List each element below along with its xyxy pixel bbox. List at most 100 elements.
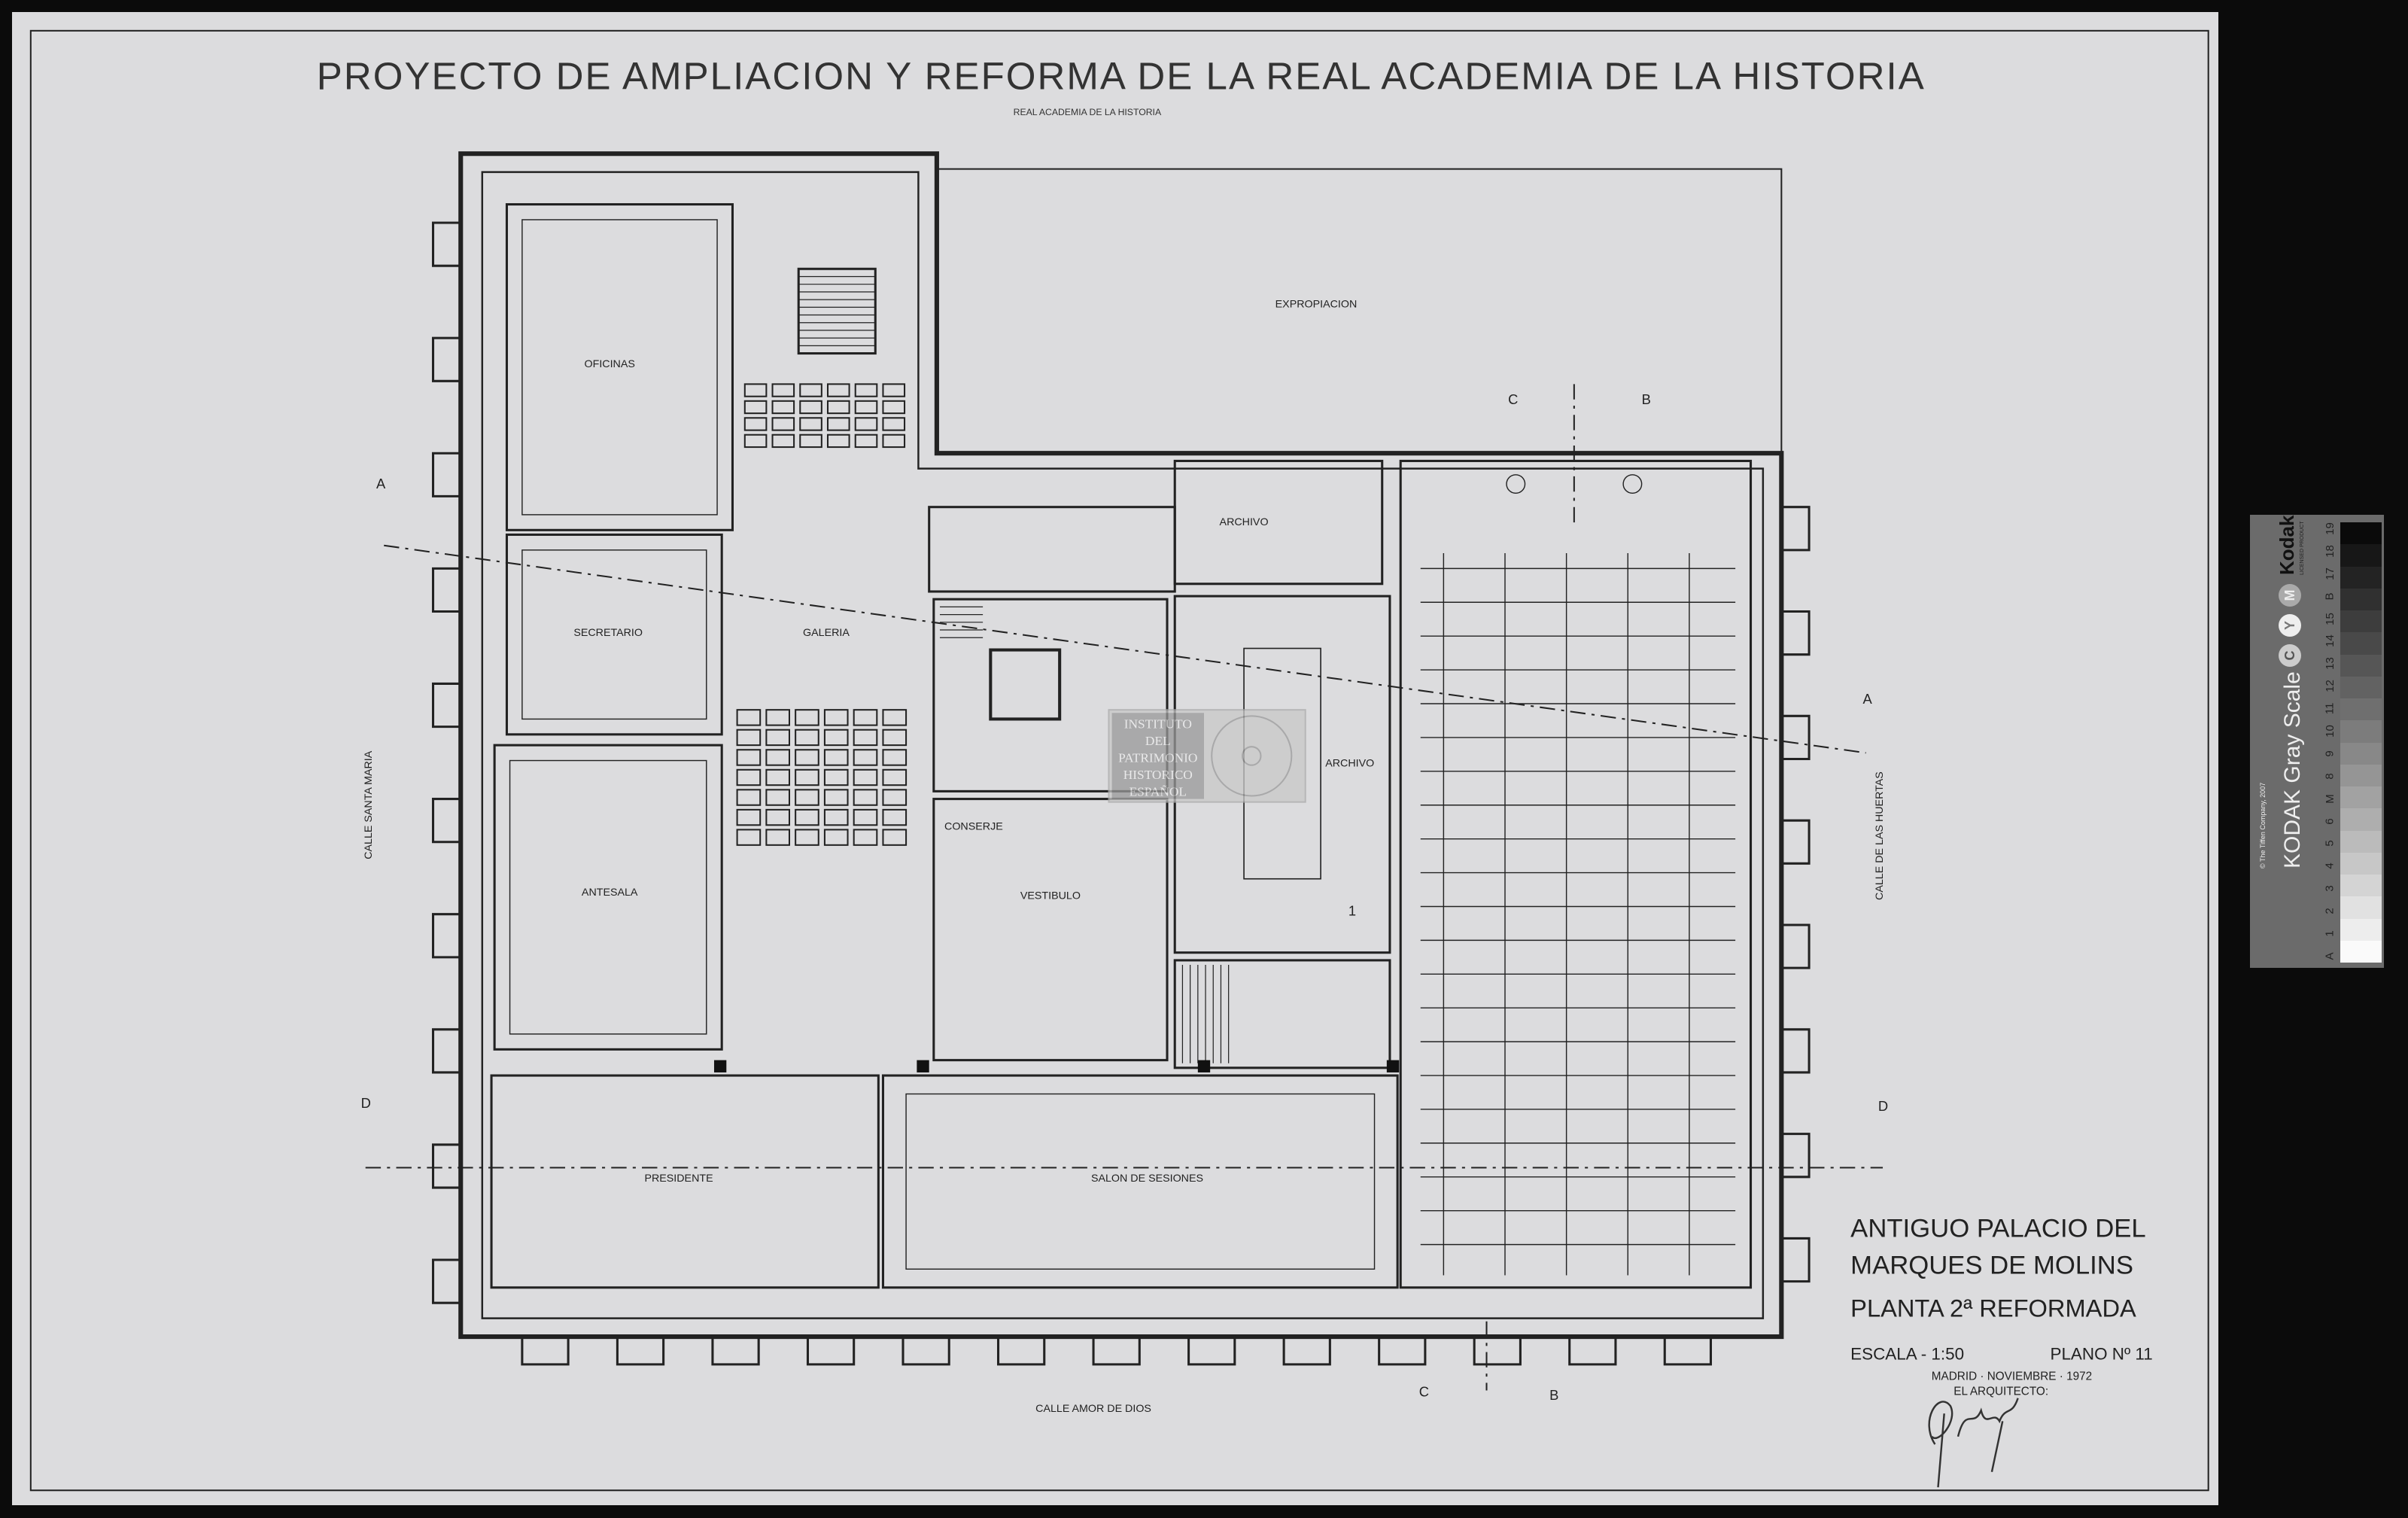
gray-step-label: M	[2323, 793, 2337, 804]
column-base	[1622, 474, 1643, 494]
galeria-seating	[736, 383, 908, 846]
label-archivo-mid: ARCHIVO	[1325, 758, 1374, 770]
window	[431, 452, 461, 497]
watermark-line: INSTITUTO	[1124, 717, 1192, 732]
cyan-dot: C	[2279, 644, 2301, 667]
expropiacion-area	[935, 168, 1783, 455]
room-presidente	[490, 1074, 880, 1289]
street-bottom: CALLE AMOR DE DIOS	[1035, 1403, 1151, 1415]
seat	[736, 829, 762, 846]
street-right: CALLE DE LAS HUERTAS	[1874, 771, 1886, 900]
seat	[799, 433, 822, 449]
window	[1282, 1337, 1331, 1366]
seat	[736, 729, 762, 747]
label-secretario: SECRETARIO	[573, 627, 643, 639]
gray-patch	[2340, 808, 2382, 831]
gray-step-label: 18	[2323, 545, 2337, 558]
neighbor-label: REAL ACADEMIA DE LA HISTORIA	[1014, 107, 1162, 117]
window	[431, 1028, 461, 1074]
window	[431, 682, 461, 729]
room-secretario	[505, 533, 723, 736]
gray-step-label: 19	[2323, 522, 2337, 535]
gray-step-label: B	[2323, 592, 2337, 601]
seat	[826, 400, 850, 415]
seat	[853, 829, 878, 846]
seat	[795, 709, 819, 726]
date-label: MADRID · NOVIEMBRE · 1972	[1932, 1370, 2092, 1383]
seat	[882, 709, 908, 726]
sheet-frame	[29, 29, 2209, 1492]
window	[1781, 1237, 1811, 1283]
title-block-line2: MARQUES DE MOLINS	[1850, 1251, 2133, 1279]
magenta-dot: M	[2279, 584, 2301, 607]
title-block-line3: PLANTA 2ª REFORMADA	[1850, 1294, 2136, 1322]
window	[431, 798, 461, 844]
gray-patch	[2340, 632, 2382, 655]
seat	[826, 433, 850, 449]
kodak-scale-label: KODAK Gray Scale	[2280, 671, 2305, 869]
seat	[882, 433, 906, 449]
watermark-line: PATRIMONIO	[1118, 751, 1197, 765]
gray-step-label: 5	[2323, 840, 2337, 847]
gray-patch	[2340, 544, 2382, 567]
window	[1781, 714, 1811, 761]
seat	[765, 829, 790, 846]
seat	[823, 729, 849, 747]
seat	[795, 768, 819, 786]
gray-patch	[2340, 720, 2382, 743]
scale-label: ESCALA - 1:50	[1850, 1345, 1964, 1364]
kodak-gray-scale-card: © The Tiffen Company, 2007 KODAK Gray Sc…	[2250, 515, 2384, 968]
seat	[854, 400, 878, 415]
plan-number: PLANO Nº 11	[2050, 1345, 2152, 1364]
window	[711, 1337, 760, 1366]
label-salon: SALON DE SESIONES	[1091, 1173, 1203, 1185]
gray-step-label: 11	[2323, 702, 2337, 715]
section-c-bottom: C	[1419, 1384, 1429, 1400]
watermark-line: DEL	[1145, 734, 1171, 748]
architect-signature	[1928, 1398, 2019, 1488]
seat	[771, 383, 795, 397]
gray-step-label: 1	[2323, 930, 2337, 937]
gray-patch	[2340, 588, 2382, 610]
seat	[823, 808, 849, 826]
gray-step-label: 8	[2323, 773, 2337, 780]
gray-patch	[2340, 875, 2382, 897]
window	[431, 336, 461, 382]
seat	[854, 417, 878, 431]
seat	[854, 433, 878, 449]
room-vestibulo	[932, 798, 1169, 1062]
window	[1473, 1337, 1522, 1366]
library-shelving	[1420, 474, 1736, 1276]
seat	[743, 417, 768, 431]
watermark-line: HISTORICO	[1123, 768, 1193, 782]
seat	[882, 729, 908, 747]
seat	[882, 417, 906, 431]
label-archivo-top: ARCHIVO	[1220, 516, 1269, 528]
gray-step-label: 17	[2323, 567, 2337, 580]
seat	[743, 400, 768, 415]
window	[1781, 1133, 1811, 1179]
gray-patch	[2340, 676, 2382, 698]
gray-step-label: 6	[2323, 817, 2337, 825]
seat	[771, 400, 795, 415]
seat	[826, 383, 850, 397]
seat	[743, 433, 768, 449]
seat	[882, 789, 908, 806]
seat	[795, 729, 819, 747]
section-a-left: A	[376, 476, 386, 491]
stair-elevator	[932, 598, 1169, 792]
architect-label: EL ARQUITECTO:	[1953, 1386, 2048, 1398]
gray-step-label: 2	[2323, 908, 2337, 914]
seat	[771, 417, 795, 431]
kodak-licensed: LICENSED PRODUCT	[2300, 521, 2305, 575]
gray-patch	[2340, 566, 2382, 589]
kodak-copyright: © The Tiffen Company, 2007	[2259, 782, 2267, 869]
window	[1378, 1337, 1427, 1366]
seat	[853, 808, 878, 826]
room-archivo-top	[1173, 459, 1384, 586]
window	[431, 221, 461, 267]
seat	[795, 789, 819, 806]
gray-patch	[2340, 940, 2382, 963]
seat	[736, 808, 762, 826]
